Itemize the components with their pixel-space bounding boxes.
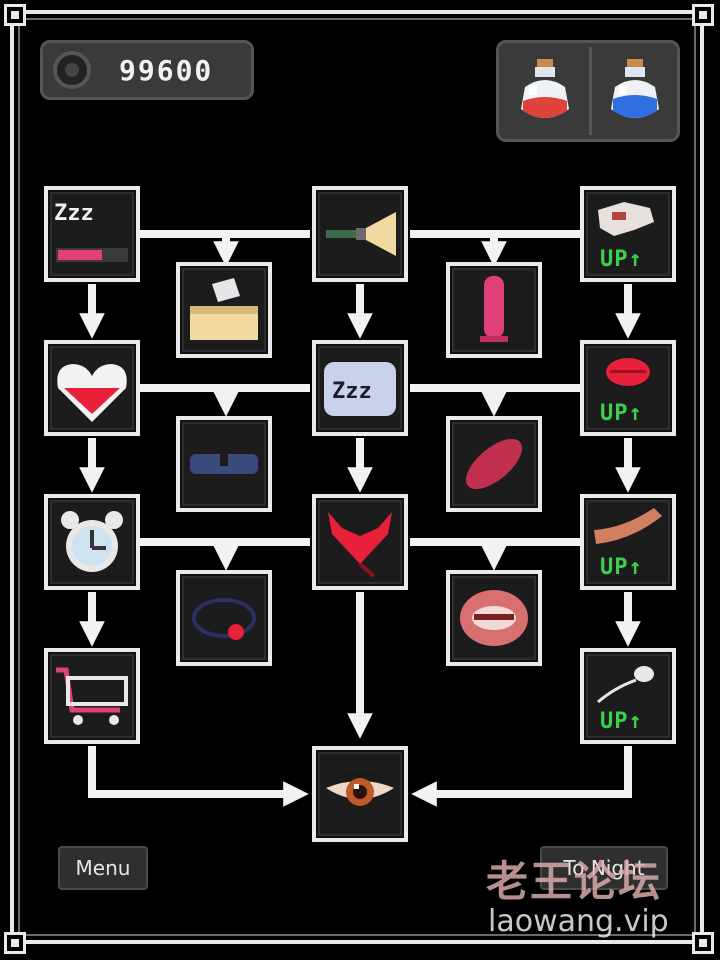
gag-ball-node[interactable] [176,570,272,666]
sperm-upgrade-node[interactable]: UP↑ [580,648,676,744]
coin-icon [53,51,91,89]
demon-heart-node[interactable] [312,494,408,590]
upgrade-label: UP↑ [600,555,643,580]
tissue-box-icon [190,278,258,340]
tongue-upgrade-node[interactable]: UP↑ [580,494,676,590]
node-frame [586,654,670,738]
to-night-button[interactable]: To Night [540,846,668,890]
zzz-text: Zzz [332,379,372,404]
upgrade-label: UP↑ [600,401,643,426]
zzz-icon: Zzz [54,201,128,262]
watermark-chinese: 老王论坛 [486,857,663,906]
sleep-mask-icon [190,454,258,474]
heart-icon [57,364,127,422]
outer-frame [10,10,704,944]
lips-icon [606,358,650,386]
sperm-icon [597,666,654,704]
pillow-sleep-node[interactable]: Zzz [312,340,408,436]
eye-final-node[interactable] [312,746,408,842]
frame-corner [4,932,26,954]
watermark-url: laowang.vip [488,904,669,939]
flashlight-icon [326,212,396,256]
tissue-box-node[interactable] [176,262,272,358]
shopping-cart-icon [56,667,128,725]
hand-upgrade-node[interactable]: UP↑ [580,186,676,282]
potion-inventory [496,40,680,142]
condom-node[interactable] [446,262,542,358]
blue-potion-icon[interactable] [603,57,667,129]
alarm-clock-icon [61,511,123,572]
sleep-meter-node[interactable]: Zzz [44,186,140,282]
divider [589,47,592,135]
demon-heart-icon [328,512,392,578]
node-frame [318,752,402,836]
shop-cart-node[interactable] [44,648,140,744]
hand-icon [598,202,654,236]
heart-meter-node[interactable] [44,340,140,436]
upgrade-label: UP↑ [600,709,643,734]
pink-toy-icon [465,438,523,490]
eye-icon [322,771,398,806]
inner-frame [18,18,696,936]
alarm-clock-node[interactable] [44,494,140,590]
condom-icon [480,276,508,342]
pink-toy-node[interactable] [446,416,542,512]
frame-corner [4,4,26,26]
open-mouth-node[interactable] [446,570,542,666]
upgrade-label: UP↑ [600,247,643,272]
frame-corner [692,4,714,26]
sleep-mask-node[interactable] [176,416,272,512]
red-potion-icon[interactable] [513,57,577,129]
pillow-zzz-icon: Zzz [324,362,396,416]
zzz-text: Zzz [54,201,94,226]
currency-display: 99600 [40,40,254,100]
tongue-icon [594,508,662,544]
flashlight-node[interactable] [312,186,408,282]
lips-upgrade-node[interactable]: UP↑ [580,340,676,436]
open-mouth-icon [460,590,528,646]
gag-ball-icon [192,598,256,640]
frame-corner [692,932,714,954]
currency-value: 99600 [119,54,214,87]
menu-button[interactable]: Menu [58,846,148,890]
